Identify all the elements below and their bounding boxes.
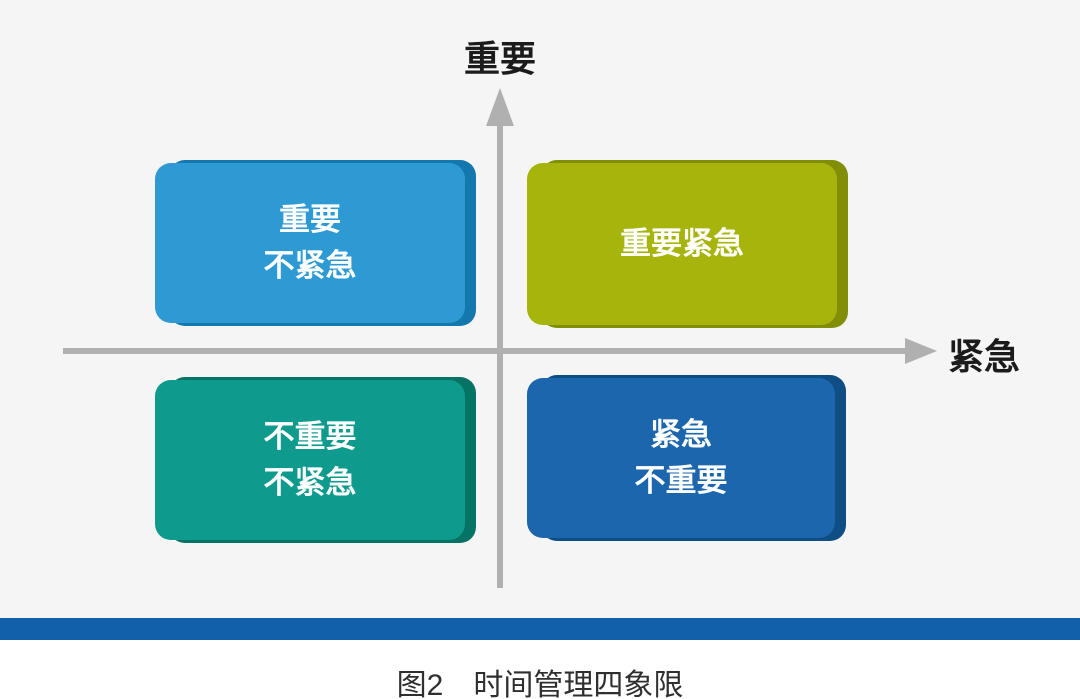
x-axis-line <box>63 348 908 354</box>
quadrant-urgent-not-important: 紧急 不重要 <box>527 375 846 541</box>
footer-bar <box>0 618 1080 640</box>
figure-caption: 图2 时间管理四象限 <box>396 669 684 699</box>
quadrant-label-line: 不紧急 <box>263 465 357 500</box>
quadrant-label-line: 不重要 <box>634 463 728 498</box>
x-axis-label: 紧急 <box>948 336 1021 377</box>
quadrant-important-urgent: 重要紧急 <box>527 160 848 328</box>
y-axis-label: 重要 <box>463 38 537 79</box>
quadrant-face: 重要 不紧急 <box>155 163 465 323</box>
quadrant-label-line: 紧急 <box>650 417 712 452</box>
up-arrow-icon <box>486 88 514 126</box>
y-axis-line <box>497 122 503 588</box>
quadrant-face: 重要紧急 <box>527 163 837 325</box>
quadrant-label-line: 不紧急 <box>263 248 357 283</box>
diagram-background: 重要 紧急 重要 不紧急 重要紧急 不重要 不紧急 <box>63 38 1021 588</box>
quadrant-not-important-not-urgent: 不重要 不紧急 <box>155 377 476 543</box>
right-arrow-icon <box>905 338 937 364</box>
quadrant-important-not-urgent: 重要 不紧急 <box>155 160 476 326</box>
quadrant-label-line: 重要 <box>279 202 341 237</box>
quadrant-face: 不重要 不紧急 <box>155 380 465 540</box>
quadrant-face: 紧急 不重要 <box>527 378 835 538</box>
quadrant-label-line: 不重要 <box>263 419 357 454</box>
quadrant-label-line: 重要紧急 <box>620 226 744 261</box>
